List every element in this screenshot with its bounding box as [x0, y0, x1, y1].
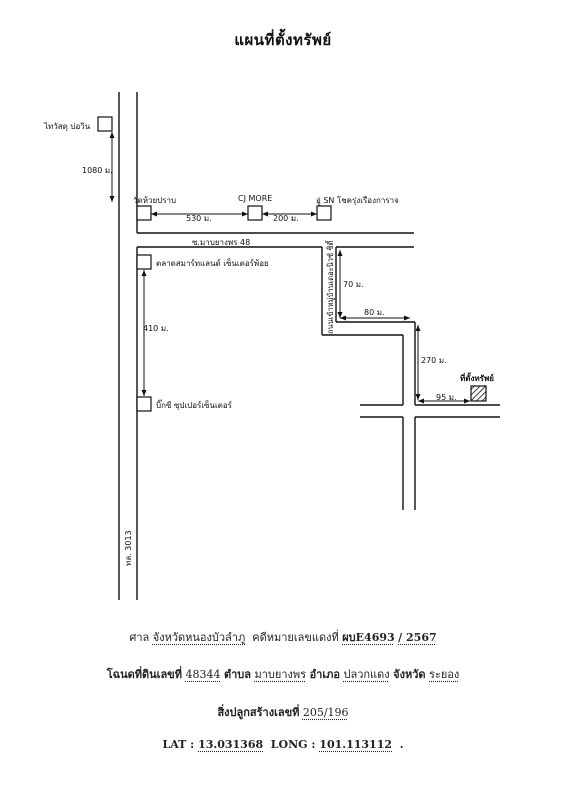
province-label: จังหวัด	[393, 668, 426, 681]
main-road-label: ซ.มาบยางพร 48	[192, 238, 251, 247]
bigc-label: บิ๊กซี ซุปเปอร์เซ็นเตอร์	[156, 401, 232, 410]
sn-shop-marker	[316, 205, 332, 221]
distance-270-label: 270 ม.	[421, 356, 447, 365]
court-label: ศาล	[129, 631, 150, 644]
deed-value: 48344	[185, 668, 221, 681]
distance-530-label: 530 ม.	[186, 214, 212, 223]
market-marker	[136, 254, 152, 270]
distance-80-label: 80 ม.	[364, 308, 385, 317]
highway-label: ทล. 3013	[124, 530, 133, 566]
cj-more-label: CJ MORE	[238, 194, 273, 203]
deed-label: โฉนดที่ดินเลขที่	[106, 668, 182, 681]
building-value: 205/196	[302, 706, 349, 719]
map-title: แผนที่ตั้งทรัพย์	[234, 31, 332, 49]
property-label: ที่ตั้งทรัพย์	[460, 374, 494, 383]
subdistrict-label: ตำบล	[223, 668, 251, 681]
distance-200-label: 200 ม.	[273, 214, 299, 223]
police-box-marker	[97, 116, 113, 132]
temple-label: วัดห้วยปราบ	[133, 196, 177, 205]
sn-shop-label: อู่ SN โชครุ่งเรืองการาจ	[316, 196, 399, 205]
distance-410-label: 410 ม.	[143, 324, 169, 333]
building-label: สิ่งปลูกสร้างเลขที่	[217, 706, 300, 719]
distance-1080-label: 1080 ม.	[82, 166, 113, 175]
cj-more-marker	[247, 205, 263, 221]
lat-value: 13.031368	[198, 738, 264, 751]
lat-label: LAT :	[162, 738, 195, 751]
footer-court-line: ศาล จังหวัดหนองบัวลำภู คดีหมายเลขแดงที่ …	[0, 628, 566, 646]
district-value: ปลวกแดง	[343, 668, 390, 681]
long-label: LONG :	[270, 738, 316, 751]
case-year: / 2567	[398, 631, 437, 644]
footer-deed-line: โฉนดที่ดินเลขที่ 48344 ตำบล มาบยางพร อำเ…	[0, 665, 566, 683]
distance-70-label: 70 ม.	[343, 280, 364, 289]
end-mark: .	[399, 738, 404, 751]
subdistrict-value: มาบยางพร	[254, 668, 307, 681]
distance-95-label: 95 ม.	[436, 393, 457, 402]
police-box-label: ไทวัสดุ บ่อวิน	[44, 122, 91, 131]
temple-marker	[136, 205, 152, 221]
property-marker	[470, 385, 487, 402]
side-road-label: ถนนเข้าหมู่บ้านเดอะนิวซ์ ซิตี้	[326, 240, 335, 334]
case-value: ผบE4693	[342, 631, 395, 644]
court-value: จังหวัดหนองบัวลำภู	[152, 631, 246, 644]
case-label: คดีหมายเลขแดงที่	[252, 631, 339, 644]
long-value: 101.113112	[319, 738, 393, 751]
footer-building-line: สิ่งปลูกสร้างเลขที่ 205/196	[0, 703, 566, 721]
bigc-marker	[136, 396, 152, 412]
footer-coords-line: LAT : 13.031368 LONG : 101.113112 .	[0, 738, 566, 751]
market-label: ตลาดสมาร์ทแลนด์ เซ็นเตอร์พ้อย	[156, 259, 269, 268]
district-label: อำเภอ	[309, 668, 340, 681]
province-value: ระยอง	[429, 668, 460, 681]
